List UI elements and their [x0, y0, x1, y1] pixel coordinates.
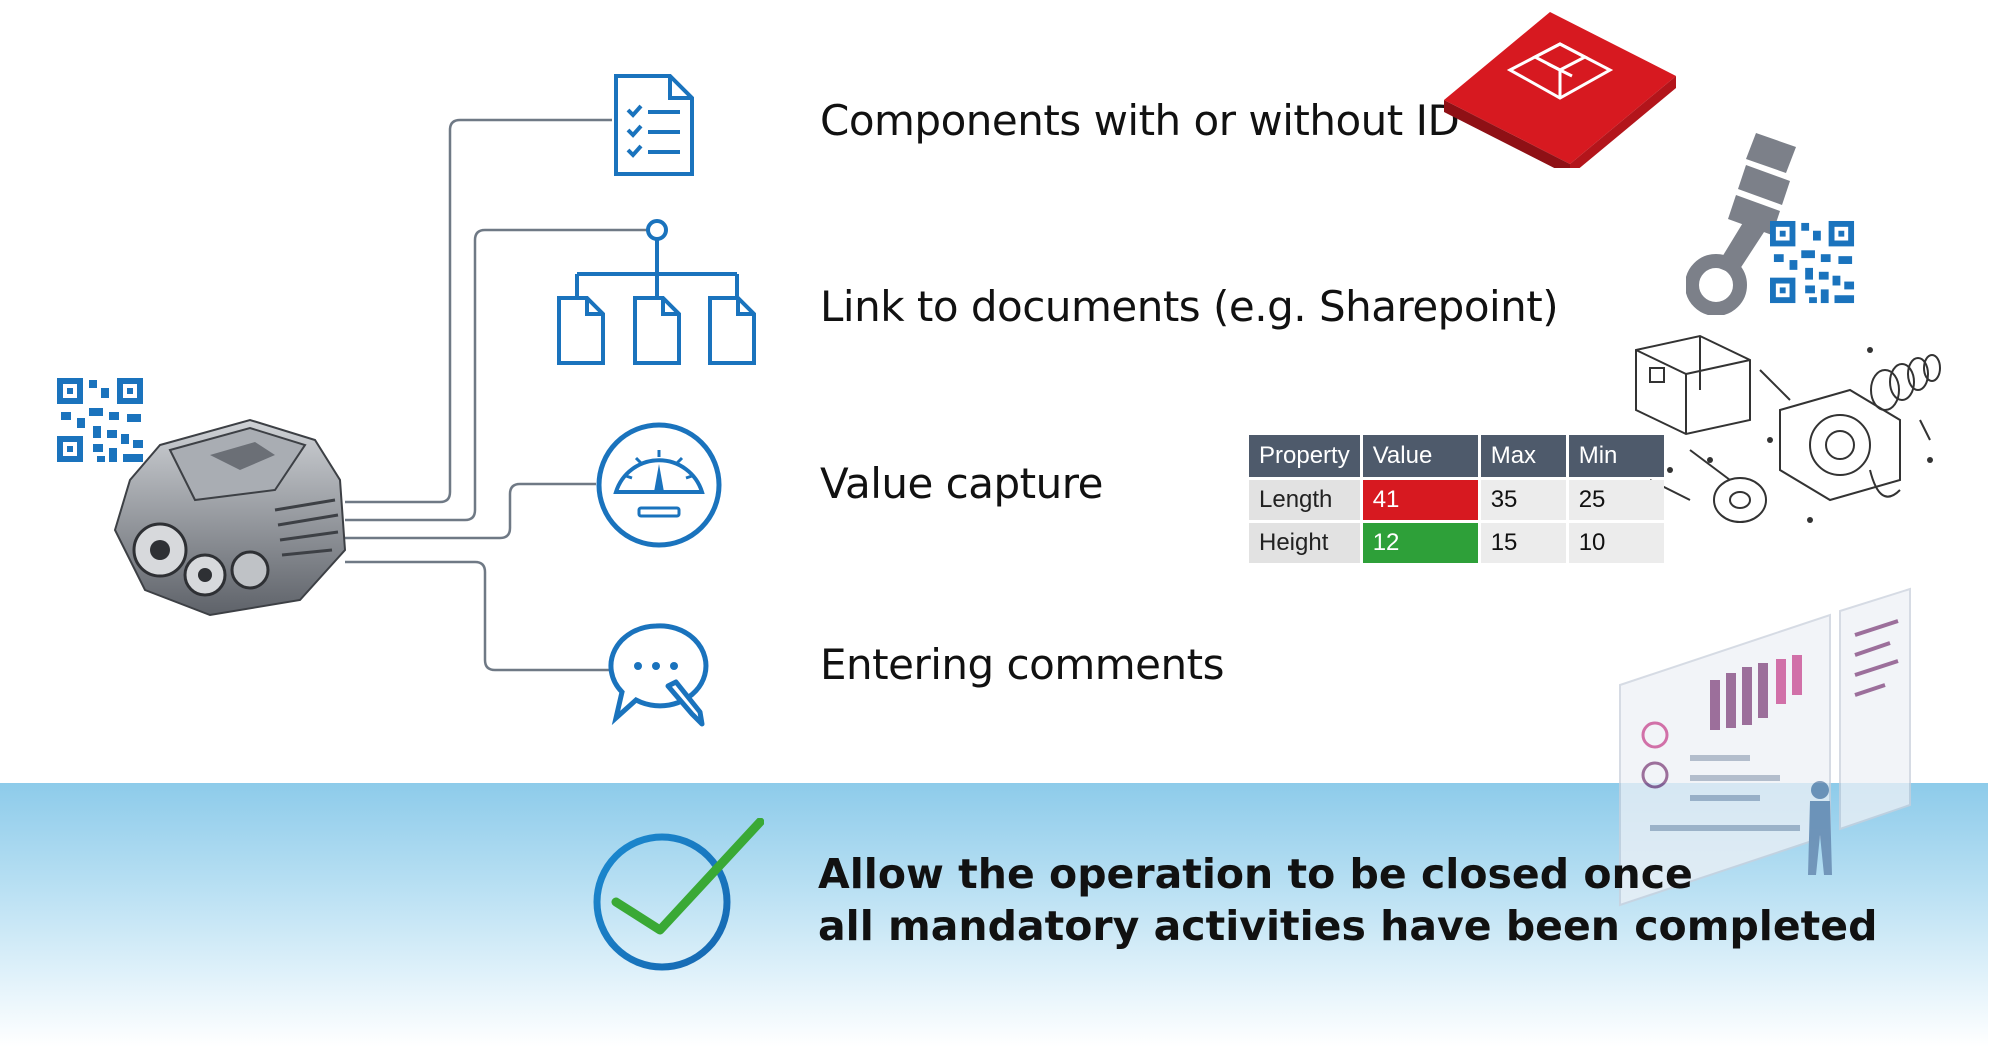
qr-code-icon — [57, 378, 143, 462]
comment-edit-icon — [608, 623, 709, 727]
document-tree-icon — [557, 219, 756, 365]
connector-line-components — [345, 118, 612, 504]
cell-property: Height — [1249, 523, 1360, 563]
feature-label-value-capture: Value capture — [820, 459, 1103, 508]
cell-value-out-of-range: 41 — [1362, 480, 1478, 520]
table-row: Height 12 15 10 — [1249, 523, 1664, 563]
technical-drawing-image — [1635, 334, 1941, 523]
closing-line-1: Allow the operation to be closed once — [818, 850, 1693, 898]
cell-min: 10 — [1568, 523, 1664, 563]
connecting-rod-image — [1686, 133, 1796, 315]
header-min: Min — [1568, 435, 1664, 477]
closing-line-2: all mandatory activities have been compl… — [818, 902, 1878, 950]
component-tile-image — [1444, 12, 1676, 168]
gauge-icon — [596, 422, 722, 548]
connector-line-value — [345, 482, 596, 540]
dashboard-illustration-image — [1619, 587, 1911, 907]
cell-min: 25 — [1568, 480, 1664, 520]
value-table: Property Value Max Min Length 41 35 25 H… — [1246, 432, 1667, 566]
feature-label-comments: Entering comments — [820, 640, 1224, 689]
header-value: Value — [1362, 435, 1478, 477]
header-max: Max — [1480, 435, 1566, 477]
check-circle-icon — [593, 818, 764, 971]
engine-image — [113, 418, 347, 617]
feature-label-components: Components with or without ID — [820, 96, 1460, 145]
cell-max: 35 — [1480, 480, 1566, 520]
header-property: Property — [1249, 435, 1360, 477]
cell-max: 15 — [1480, 523, 1566, 563]
cell-property: Length — [1249, 480, 1360, 520]
qr-code-icon — [1770, 220, 1855, 304]
table-header-row: Property Value Max Min — [1249, 435, 1664, 477]
feature-label-documents: Link to documents (e.g. Sharepoint) — [820, 282, 1559, 331]
closing-statement: Allow the operation to be closed once al… — [818, 848, 1877, 952]
checklist-document-icon — [614, 74, 694, 176]
table-row: Length 41 35 25 — [1249, 480, 1664, 520]
cell-value-in-range: 12 — [1362, 523, 1478, 563]
connector-line-comments — [345, 560, 612, 672]
connector-line-documents — [345, 228, 648, 522]
